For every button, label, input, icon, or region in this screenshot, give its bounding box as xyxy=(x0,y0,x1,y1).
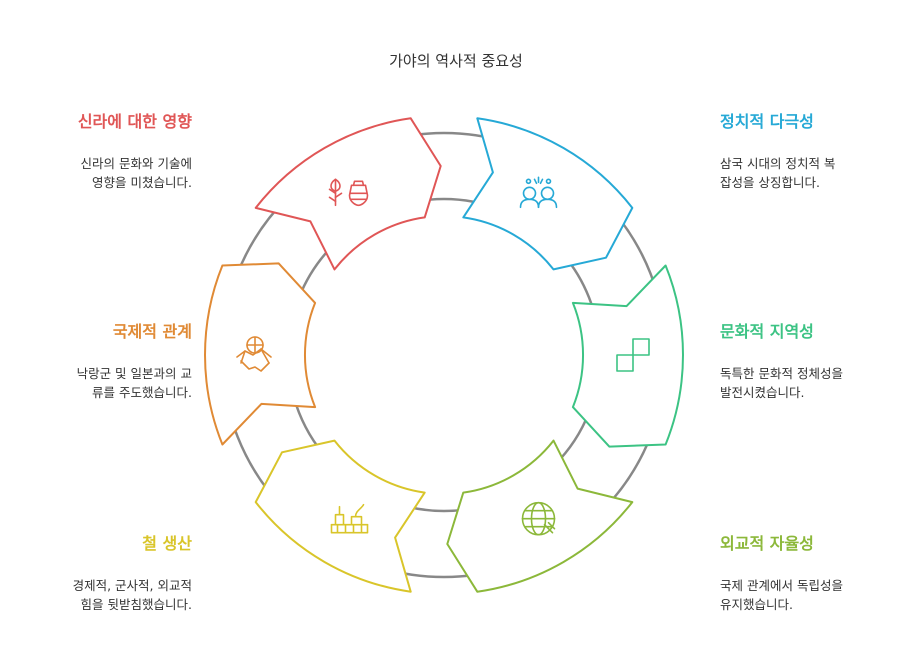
segment-1 xyxy=(462,117,634,271)
segment-2 xyxy=(571,264,684,448)
globe-handshake-icon xyxy=(521,501,556,536)
item-title: 신라에 대한 영향 xyxy=(77,112,192,131)
item-title: 외교적 자율성 xyxy=(720,534,814,553)
item-title: 국제적 관계 xyxy=(112,322,192,341)
segment-4 xyxy=(254,439,426,593)
segment-0 xyxy=(254,117,442,271)
item-title: 정치적 다극성 xyxy=(720,112,814,131)
segment-3 xyxy=(446,439,634,593)
factory-icon xyxy=(330,503,369,534)
item-title: 문화적 지역성 xyxy=(720,322,814,341)
people-group-icon xyxy=(519,176,558,209)
handshake-globe-icon xyxy=(236,336,272,372)
squares-icon xyxy=(616,338,650,372)
segment-5 xyxy=(204,262,317,446)
diagram-title: 가야의 역사적 중요성 xyxy=(389,52,523,70)
wheat-and-pot-icon xyxy=(328,178,369,207)
item-title: 철 생산 xyxy=(142,534,192,553)
